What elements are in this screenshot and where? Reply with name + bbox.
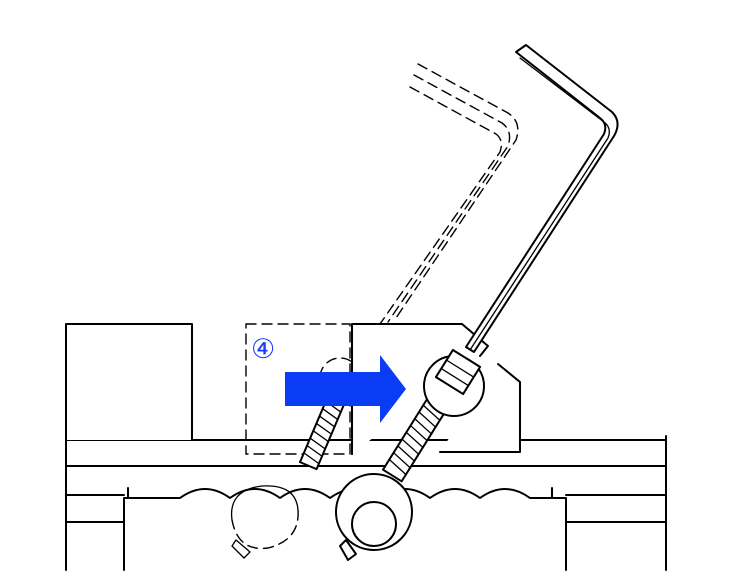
hex-key-icon (434, 44, 619, 396)
fixed-jaw (65, 323, 353, 441)
adjustment-screw (335, 355, 485, 561)
step-number-label: ④ (251, 334, 275, 365)
hex-key-previous-position (379, 63, 519, 323)
arrow-right-icon (285, 355, 406, 423)
